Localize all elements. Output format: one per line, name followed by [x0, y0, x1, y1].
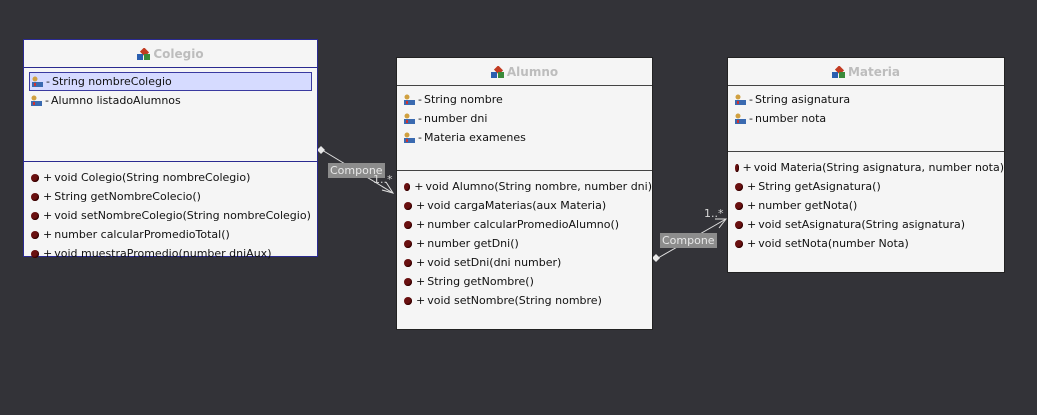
attribute-row[interactable]: -number dni — [397, 109, 652, 128]
attribute-row[interactable]: -String asignatura — [728, 90, 1004, 109]
operation-row[interactable]: +number calcularPromedioAlumno() — [397, 215, 652, 234]
method-icon — [404, 201, 412, 210]
operation-row[interactable]: +void setDni(dni number) — [397, 253, 652, 272]
method-icon — [404, 239, 412, 248]
operation-row[interactable]: +void Materia(String asignatura, number … — [728, 158, 1004, 177]
field-icon — [403, 113, 416, 125]
attributes-section: - String nombreColegio - Alumno listadoA… — [24, 68, 317, 162]
field-icon — [403, 94, 416, 106]
operations-section: +void Colegio(String nombreColegio) +Str… — [24, 162, 317, 269]
field-icon — [30, 95, 43, 107]
multiplicity-alumno-materia: 1..* — [704, 207, 724, 220]
attribute-row[interactable]: -String nombre — [397, 90, 652, 109]
class-icon — [490, 64, 504, 78]
class-header[interactable]: Alumno — [397, 58, 652, 86]
method-icon — [735, 163, 739, 172]
class-materia[interactable]: Materia -String asignatura -number nota … — [727, 57, 1005, 273]
class-name: Materia — [847, 64, 901, 79]
operation-row[interactable]: +void muestraPromedio(number dniAux) — [24, 244, 317, 263]
class-name: Colegio — [153, 46, 204, 61]
class-header[interactable]: Colegio — [24, 40, 317, 68]
method-icon — [31, 173, 39, 182]
operation-row[interactable]: +void Colegio(String nombreColegio) — [24, 168, 317, 187]
method-icon — [31, 192, 39, 201]
field-icon — [734, 94, 747, 106]
method-icon — [735, 220, 743, 229]
attributes-section: -String asignatura -number nota — [728, 86, 1004, 152]
operations-section: +void Alumno(String nombre, number dni) … — [397, 171, 652, 316]
method-icon — [31, 249, 39, 258]
method-icon — [404, 182, 411, 191]
class-alumno[interactable]: Alumno -String nombre -number dni -Mater… — [396, 57, 653, 330]
composition-diamond-alumno — [652, 254, 660, 262]
class-colegio[interactable]: Colegio - String nombreColegio - Alumno … — [23, 39, 318, 260]
field-icon — [734, 113, 747, 125]
operation-row[interactable]: +String getNombreColecio() — [24, 187, 317, 206]
class-icon — [137, 46, 151, 60]
operation-row[interactable]: +number getDni() — [397, 234, 652, 253]
method-icon — [735, 182, 743, 191]
composition-diamond-colegio — [317, 146, 325, 154]
operation-row[interactable]: +void setNombre(String nombre) — [397, 291, 652, 310]
attributes-section: -String nombre -number dni -Materia exam… — [397, 86, 652, 171]
class-header[interactable]: Materia — [728, 58, 1004, 86]
multiplicity-colegio-alumno: 1..* — [373, 173, 393, 186]
method-icon — [735, 239, 743, 248]
attribute-row[interactable]: -number nota — [728, 109, 1004, 128]
operations-section: +void Materia(String asignatura, number … — [728, 152, 1004, 259]
method-icon — [31, 230, 39, 239]
attribute-row[interactable]: - String nombreColegio — [29, 72, 312, 91]
association-label-alumno-materia[interactable]: Compone — [660, 233, 717, 248]
method-icon — [404, 258, 412, 267]
method-icon — [404, 277, 412, 286]
field-icon — [31, 76, 44, 88]
attribute-row[interactable]: -Materia examenes — [397, 128, 652, 147]
arrowhead-alumno — [381, 181, 395, 194]
operation-row[interactable]: +number getNota() — [728, 196, 1004, 215]
operation-row[interactable]: +String getAsignatura() — [728, 177, 1004, 196]
operation-row[interactable]: +void cargaMaterias(aux Materia) — [397, 196, 652, 215]
method-icon — [735, 201, 743, 210]
method-icon — [404, 220, 412, 229]
operation-row[interactable]: +void setNota(number Nota) — [728, 234, 1004, 253]
operation-row[interactable]: +number calcularPromedioTotal() — [24, 225, 317, 244]
method-icon — [404, 296, 412, 305]
operation-row[interactable]: +void setNombreColegio(String nombreCole… — [24, 206, 317, 225]
association-label-colegio-alumno[interactable]: Compone — [328, 163, 385, 178]
arrowhead-materia — [715, 218, 728, 229]
field-icon — [403, 132, 416, 144]
method-icon — [31, 211, 39, 220]
attribute-row[interactable]: - Alumno listadoAlumnos — [24, 91, 317, 110]
operation-row[interactable]: +void setAsignatura(String asignatura) — [728, 215, 1004, 234]
class-name: Alumno — [506, 64, 559, 79]
class-icon — [831, 64, 845, 78]
operation-row[interactable]: +String getNombre() — [397, 272, 652, 291]
operation-row[interactable]: +void Alumno(String nombre, number dni) — [397, 177, 652, 196]
